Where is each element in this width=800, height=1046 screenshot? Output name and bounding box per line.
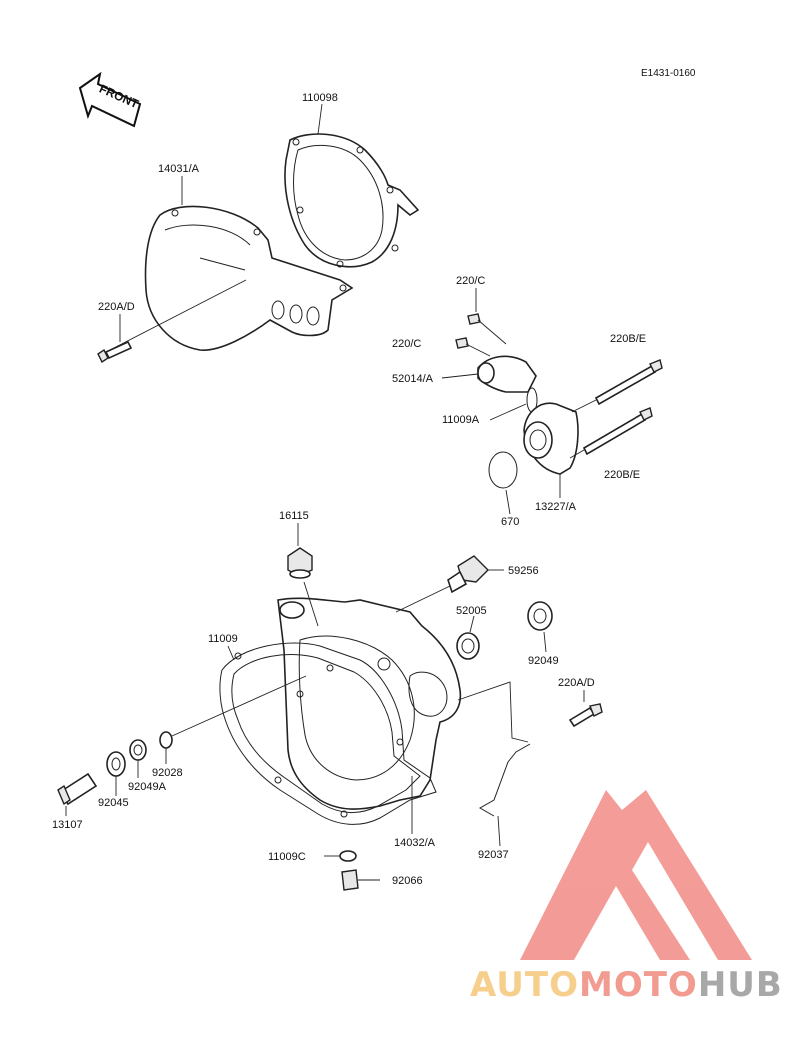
seal-52005-part [456, 632, 480, 660]
oil-seal-92049a-part [129, 739, 147, 761]
leader-lines [115, 103, 561, 857]
label-92049a: 92049A [128, 781, 167, 793]
logo-text: AUTOMOTOHUB [470, 965, 783, 1005]
label-92066: 92066 [392, 875, 423, 887]
label-92049: 92049 [528, 655, 559, 667]
label-220be-1: 220B/E [610, 333, 646, 345]
label-13227a: 13227/A [535, 501, 577, 513]
washer-11009c-part [339, 850, 357, 862]
oil-seal-92045-part [106, 751, 126, 777]
clip-92037-part [457, 681, 531, 847]
label-11009c: 11009C [268, 851, 306, 863]
pump-housing-13227a-part [523, 402, 579, 475]
logo-auto: AUTO [470, 965, 579, 1005]
bolt-220c-1-part [467, 313, 507, 345]
oil-cap-16115-part [287, 547, 319, 627]
ring-92028-part [159, 731, 173, 749]
label-220ad-top: 220A/D [98, 301, 135, 313]
label-14032a: 14032/A [394, 837, 436, 849]
oil-seal-92049-part [527, 601, 553, 653]
label-92037: 92037 [478, 849, 509, 861]
label-13107: 13107 [52, 819, 83, 831]
logo-moto: MOTO [579, 965, 698, 1005]
label-220c-2: 220/C [392, 338, 421, 350]
label-220ad-bottom: 220A/D [558, 677, 595, 689]
gasket-11009-part [219, 642, 437, 825]
bolt-220be-1-part [571, 359, 663, 413]
watermark-triangle-icon [520, 790, 752, 960]
front-arrow-icon: FRONT [78, 71, 141, 128]
label-220be-2: 220B/E [604, 469, 640, 481]
sensor-59256-part [395, 555, 504, 613]
label-220c-1: 220/C [456, 275, 485, 287]
logo-hub: HUB [698, 965, 783, 1005]
label-52005: 52005 [456, 605, 487, 617]
label-11009: 11009 [208, 633, 238, 645]
pump-pipe-52014a-part [477, 355, 537, 393]
label-52014a: 52014/A [392, 373, 434, 385]
oring-670-part [488, 451, 518, 515]
label-16115: 16115 [279, 510, 309, 522]
label-11009a: 11009A [442, 414, 480, 426]
label-110098: 110098 [302, 92, 338, 104]
cover-14031-part [144, 205, 354, 351]
label-14031a: 14031/A [158, 163, 200, 175]
cover-14032-part [277, 597, 462, 810]
label-92028: 92028 [152, 767, 183, 779]
label-59256: 59256 [508, 565, 539, 577]
shaft-leader-line [171, 675, 307, 737]
gasket-110098-part [284, 133, 420, 268]
diagram-code: E1431-0160 [641, 68, 696, 79]
label-670: 670 [501, 516, 519, 528]
label-92045: 92045 [98, 797, 129, 809]
bolt-220c-2-part [455, 337, 491, 357]
bolt-220be-2-part [569, 407, 653, 459]
bolt-220ad-bottom-part [568, 690, 603, 728]
shaft-13107-part [57, 772, 98, 816]
automotohub-logo: AUTOMOTOHUB [470, 790, 783, 1005]
bolt-220ad-top-part [97, 279, 247, 364]
plug-92066-part [341, 869, 380, 891]
